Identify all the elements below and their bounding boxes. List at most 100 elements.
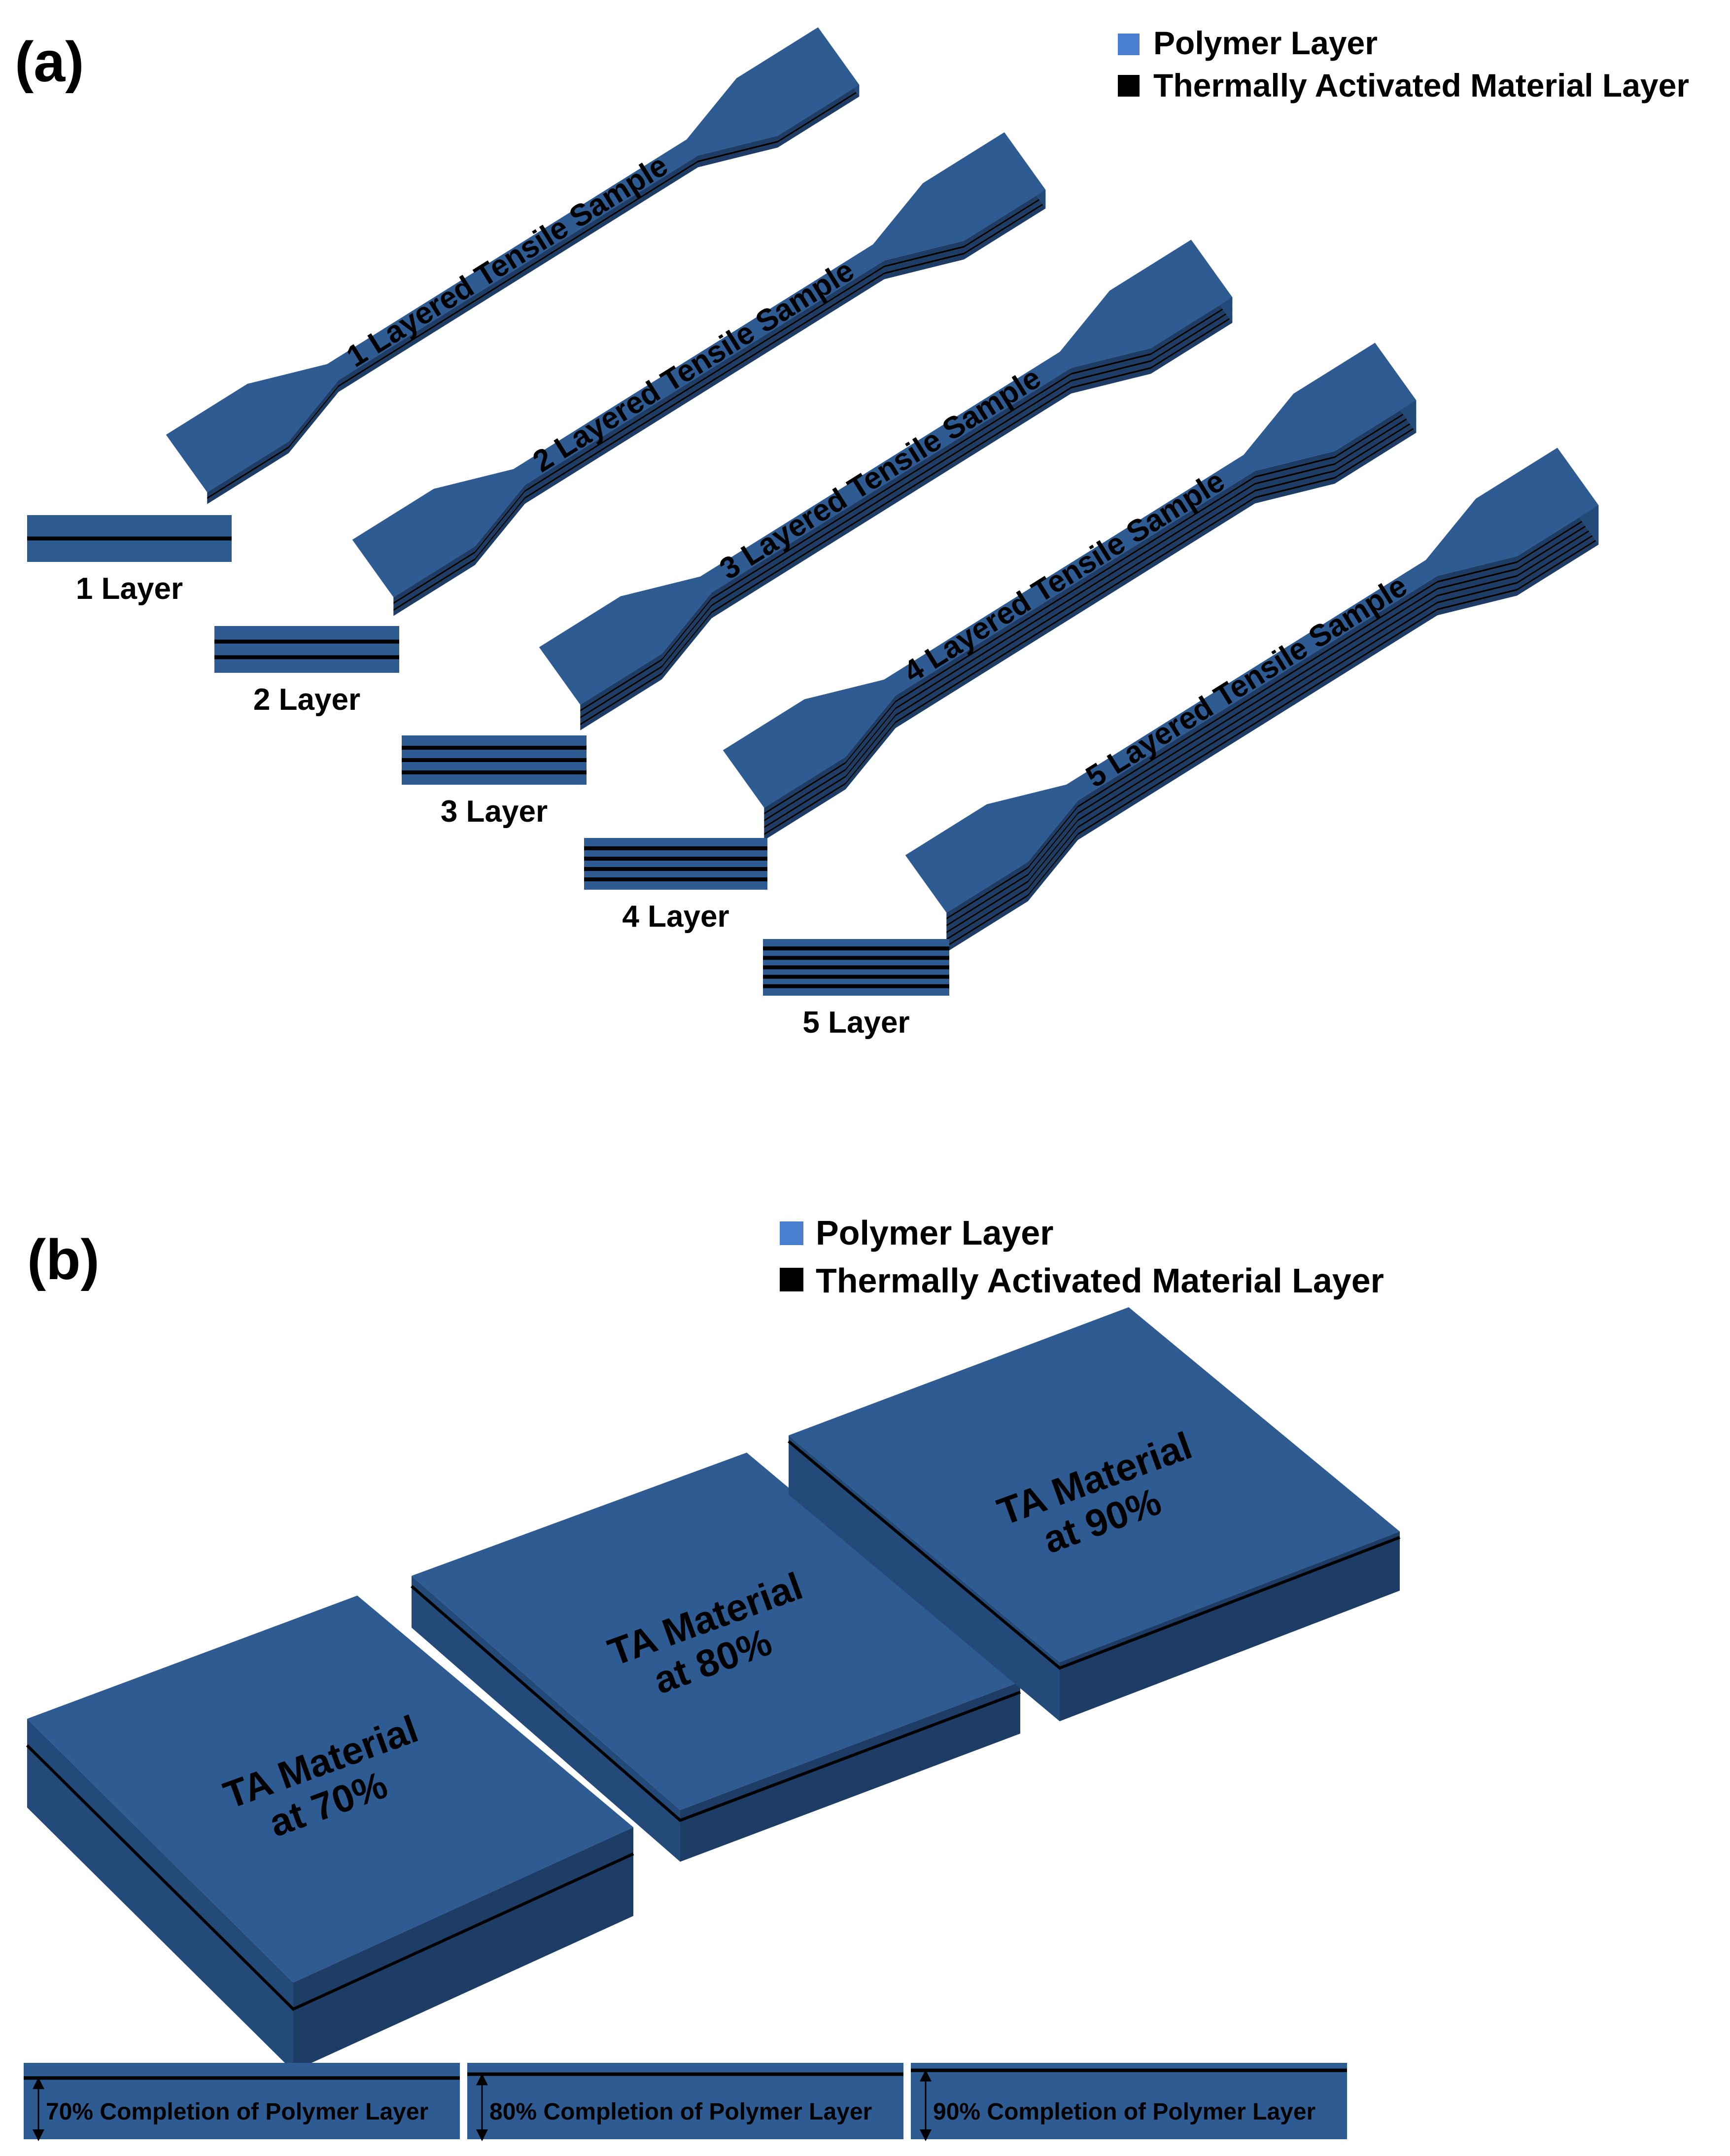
sample-polymer-band <box>764 420 1417 834</box>
cross-section-label: 1 Layer <box>76 572 183 606</box>
cross-section-label: 5 Layer <box>802 1006 909 1040</box>
sample-polymer-band <box>580 297 1233 710</box>
cross-section-ta-line <box>402 770 587 774</box>
legend-ta-label-b: Thermally Activated Material Layer <box>816 1261 1384 1300</box>
completion-bar-label: 90% Completion of Polymer Layer <box>933 2099 1315 2125</box>
sample-ta-band <box>393 201 1046 611</box>
cross-section-label: 2 Layer <box>253 683 360 717</box>
sample-ta-band <box>764 412 1417 822</box>
cross-section-ta-line <box>763 984 949 988</box>
sample-polymer-band <box>393 196 1046 609</box>
sample-polymer-band <box>393 189 1046 602</box>
cross-section-label: 4 Layer <box>622 900 729 934</box>
sample-ta-band <box>946 530 1599 940</box>
legend-ta-swatch-b <box>780 1268 803 1291</box>
cross-sections: 1 Layer 2 Layer 3 Layer 4 Layer 5 Layer <box>27 515 949 1040</box>
plate-top-face <box>27 1596 633 1982</box>
tensile-sample-3: 3 Layered Tensile Sample <box>539 240 1233 730</box>
cross-section-ta-line <box>763 946 949 951</box>
cross-section-ta-line <box>402 746 587 750</box>
sample-ta-band <box>764 425 1417 835</box>
sample-ta-band <box>580 309 1233 719</box>
completion-bar-3: 90% Completion of Polymer Layer <box>911 2063 1347 2141</box>
sample-ta-band <box>764 418 1417 829</box>
sample-ta-band <box>946 510 1599 920</box>
sample-ta-band <box>946 523 1599 934</box>
completion-bar-label: 80% Completion of Polymer Layer <box>489 2099 872 2125</box>
sample-ta-band <box>946 537 1599 947</box>
sample-polymer-band <box>946 539 1599 952</box>
sample-ta-band <box>946 517 1599 927</box>
panel-b: (b) Polymer Layer Thermally Activated Ma… <box>24 1214 1401 2141</box>
plate-top-face <box>412 1453 1020 1810</box>
sample-label: 5 Layered Tensile Sample <box>1080 569 1413 795</box>
panel-a: (a) Polymer Layer Thermally Activated Ma… <box>15 25 1689 1040</box>
sample-polymer-band <box>764 400 1417 813</box>
sample-polymer-band <box>207 84 860 497</box>
sample-label: 4 Layered Tensile Sample <box>898 464 1231 690</box>
plate-front-face <box>1060 1531 1400 1721</box>
panel-b-legend: Polymer Layer Thermally Activated Materi… <box>780 1214 1384 1300</box>
plate-ta-line <box>788 1440 1401 1670</box>
cross-section-body <box>214 626 399 673</box>
sample-polymer-band <box>946 532 1599 945</box>
sample-top-face <box>539 240 1233 705</box>
completion-bar-ta-line <box>467 2072 903 2076</box>
tensile-sample-2: 2 Layered Tensile Sample <box>352 132 1046 616</box>
tensile-sample-1: 1 Layered Tensile Sample <box>166 27 860 504</box>
sample-polymer-band <box>764 414 1417 827</box>
sample-top-face <box>166 27 860 492</box>
tensile-sample-4: 4 Layered Tensile Sample <box>723 343 1417 840</box>
sample-ta-band <box>393 194 1046 604</box>
completion-bar-2: 80% Completion of Polymer Layer <box>467 2063 903 2141</box>
cross-section-label: 3 Layer <box>441 795 548 829</box>
legend-polymer-swatch <box>1118 34 1140 55</box>
cross-section-ta-line <box>763 974 949 979</box>
sample-label: 2 Layered Tensile Sample <box>527 253 860 479</box>
sample-ta-band <box>580 315 1233 726</box>
plate-front-face <box>680 1682 1020 1862</box>
sample-top-face <box>352 132 1046 597</box>
cross-section-1: 1 Layer <box>27 515 232 606</box>
panel-b-label: (b) <box>27 1228 100 1291</box>
plate-ta-line <box>26 1744 634 2011</box>
sample-top-face <box>905 448 1599 913</box>
plate-left-face <box>27 1719 293 2071</box>
cross-section-ta-line <box>584 857 767 861</box>
sample-top-face <box>723 343 1417 808</box>
plate-left-face <box>789 1435 1060 1721</box>
legend-ta-swatch <box>1118 75 1140 97</box>
sample-ta-band <box>207 89 860 499</box>
cross-section-ta-line <box>214 639 399 644</box>
panel-a-label: (a) <box>15 31 84 94</box>
sample-polymer-band <box>946 519 1599 932</box>
plate-left-face <box>412 1576 680 1862</box>
cross-section-ta-line <box>584 877 767 881</box>
sample-ta-band <box>764 405 1417 815</box>
legend-polymer-label: Polymer Layer <box>1153 25 1378 61</box>
legend-polymer-label-b: Polymer Layer <box>816 1214 1053 1252</box>
completion-bar-body <box>911 2063 1347 2139</box>
cross-section-4: 4 Layer <box>584 838 767 934</box>
cross-section-ta-line <box>402 758 587 762</box>
completion-bar-body <box>24 2063 460 2139</box>
cross-section-ta-line <box>584 867 767 871</box>
cross-section-ta-line <box>763 956 949 960</box>
completion-bar-ta-line <box>911 2068 1347 2072</box>
cross-section-3: 3 Layer <box>402 735 587 829</box>
sample-polymer-band <box>207 91 860 504</box>
plate-top-face <box>789 1307 1400 1662</box>
tensile-sample-5: 5 Layered Tensile Sample <box>905 448 1599 952</box>
cross-section-ta-line <box>763 965 949 970</box>
plate-front-face <box>293 1827 633 2071</box>
sample-polymer-band <box>764 407 1417 820</box>
sample-polymer-band <box>393 203 1046 616</box>
sample-label: 1 Layered Tensile Sample <box>341 148 674 374</box>
cross-section-ta-line <box>27 536 232 541</box>
panel-a-legend: Polymer Layer Thermally Activated Materi… <box>1118 25 1689 104</box>
